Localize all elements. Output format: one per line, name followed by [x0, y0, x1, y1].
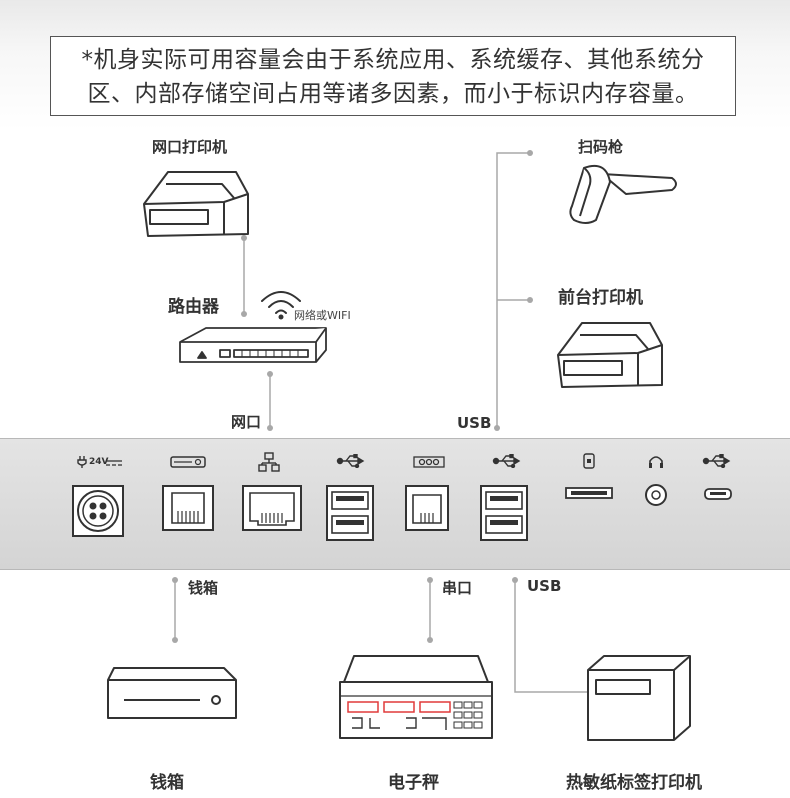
router-icon — [179, 327, 327, 363]
wifi-icon — [261, 291, 301, 320]
thermal-printer-label: 热敏纸标签打印机 — [566, 773, 702, 793]
lan-port — [242, 485, 302, 531]
headphone-jack — [645, 484, 667, 506]
front-printer-icon — [557, 322, 663, 388]
cash-drawer-port — [162, 485, 214, 531]
sd-card-icon — [583, 453, 595, 469]
network-icon — [258, 452, 280, 472]
serial-port-icon — [413, 456, 445, 468]
power-voltage-label: 24V — [89, 457, 109, 467]
usb-icon — [492, 454, 521, 468]
power-port — [72, 485, 124, 537]
notice-line-1: *机身实际可用容量会由于系统应用、系统缓存、其他系统分 — [81, 47, 705, 73]
serial-port — [405, 485, 449, 531]
usb-port-double — [326, 485, 374, 541]
cash-drawer-label: 钱箱 — [150, 773, 184, 793]
micro-usb-port — [704, 488, 732, 500]
network-printer-label: 网口打印机 — [152, 138, 228, 156]
headphone-icon — [649, 456, 663, 468]
serial-port-label: 串口 — [442, 579, 473, 597]
dc-icon — [106, 460, 122, 466]
scanner-icon — [569, 164, 677, 224]
thermal-printer-icon — [587, 655, 691, 741]
scanner-label: 扫码枪 — [578, 138, 624, 156]
cash-drawer-port-label: 钱箱 — [188, 579, 219, 597]
line-usb-top — [496, 152, 530, 428]
electronic-scale-icon — [339, 655, 493, 739]
scale-label: 电子秤 — [388, 773, 439, 793]
usb-port-double — [480, 485, 528, 541]
line-usb-bottom — [514, 580, 588, 693]
cash-drawer-port-icon — [170, 456, 206, 468]
network-printer-icon — [143, 171, 249, 237]
front-printer-label: 前台打印机 — [558, 288, 643, 308]
capacity-notice: *机身实际可用容量会由于系统应用、系统缓存、其他系统分 区、内部存储空间占用等诸… — [50, 36, 736, 116]
usb-top-label: USB — [457, 414, 492, 432]
wifi-label: 网络或WIFI — [294, 309, 351, 322]
sd-card-slot — [565, 487, 613, 499]
cash-drawer-icon — [107, 667, 237, 719]
usb-bottom-label: USB — [527, 577, 562, 595]
usb-icon — [702, 454, 731, 468]
notice-line-2: 区、内部存储空间占用等诸多因素，而小于标识内存容量。 — [87, 81, 699, 107]
lan-port-label: 网口 — [231, 413, 262, 431]
usb-icon — [336, 454, 365, 468]
router-label: 路由器 — [168, 297, 219, 317]
power-icon — [77, 456, 87, 468]
